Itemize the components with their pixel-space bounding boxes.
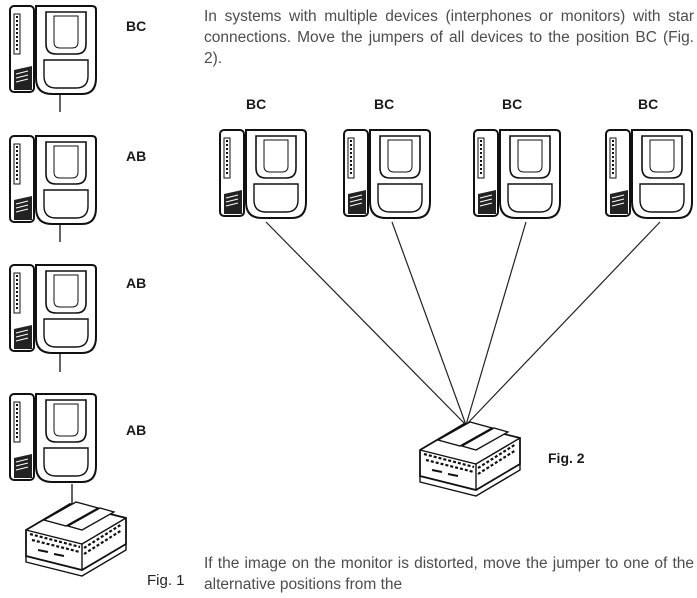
intro-paragraph: In systems with multiple devices (interp… <box>204 8 694 67</box>
fig2-monitor-3 <box>473 129 561 219</box>
fig1-label-3: AB <box>126 275 147 291</box>
fig1-label-1: BC <box>126 18 147 34</box>
fig1-power-supply <box>24 500 128 578</box>
fig1-monitor-1 <box>9 5 97 95</box>
fig2-monitor-4 <box>605 129 693 219</box>
fig2-label-1: BC <box>246 96 267 112</box>
fig2-monitor-2 <box>343 129 431 219</box>
fig2-label-4: BC <box>638 96 659 112</box>
fig1-monitor-2 <box>9 135 97 225</box>
fig2-monitor-1 <box>219 129 307 219</box>
fig2-caption: Fig. 2 <box>548 450 585 466</box>
fig1-monitor-3 <box>9 264 97 354</box>
distorted-image-paragraph: If the image on the monitor is distorted… <box>204 555 694 593</box>
fig1-label-4: AB <box>126 422 147 438</box>
fig1-monitor-4 <box>9 393 97 483</box>
fig1-caption: Fig. 1 <box>147 572 185 589</box>
fig2-label-2: BC <box>374 96 395 112</box>
fig2-wires <box>265 221 661 426</box>
fig2-label-3: BC <box>502 96 523 112</box>
fig2-power-supply <box>418 420 522 498</box>
fig1-label-2: AB <box>126 148 147 164</box>
